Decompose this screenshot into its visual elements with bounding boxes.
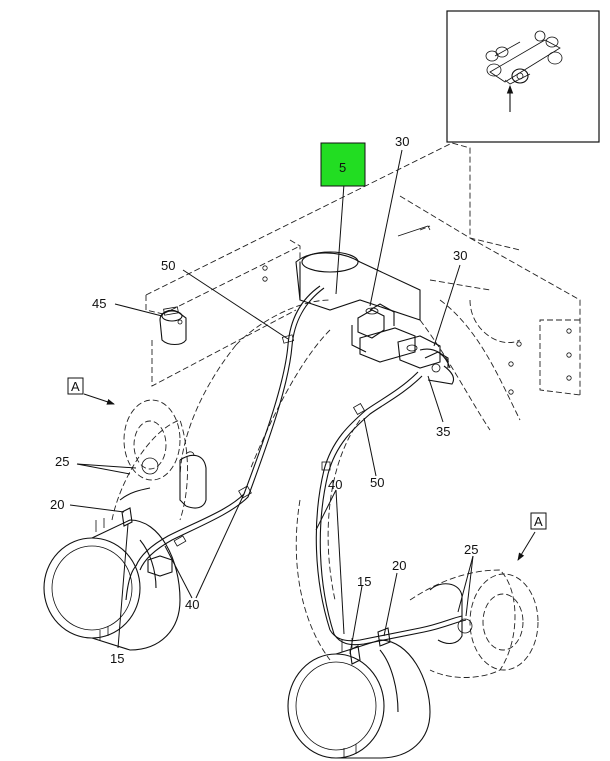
left-wheel-end [43, 399, 207, 651]
axle-housing [179, 279, 521, 661]
callout-30-right: 30 [453, 248, 467, 263]
callout-40-right: 40 [328, 477, 342, 492]
callout-5-highlight[interactable]: 5 [320, 142, 366, 187]
air-lines [125, 285, 467, 646]
callout-20-left: 20 [50, 497, 64, 512]
callout-50-mid: 50 [370, 475, 384, 490]
frame-rail [145, 142, 581, 396]
callout-25-left: 25 [55, 454, 69, 469]
inset-vehicle-icon [485, 30, 563, 85]
svg-text:A: A [534, 514, 543, 529]
callout-15-left: 15 [110, 651, 124, 666]
callout-25-right: 25 [464, 542, 478, 557]
callout-50-top: 50 [161, 258, 175, 273]
svg-text:A: A [71, 379, 80, 394]
right-wheel-end [287, 569, 539, 759]
callout-45: 45 [92, 296, 106, 311]
callout-40-left: 40 [185, 597, 199, 612]
locator-inset [446, 10, 600, 143]
callout-5: 5 [339, 160, 346, 175]
callout-20-right: 20 [392, 558, 406, 573]
relay-valve-assembly [295, 251, 455, 385]
callout-35: 35 [436, 424, 450, 439]
callout-30-top: 30 [395, 134, 409, 149]
valve-item-45 [159, 306, 187, 346]
leader-lines [69, 149, 536, 655]
view-a-marker-left: A [67, 377, 84, 395]
view-a-marker-right: A [530, 512, 547, 530]
callout-15-right: 15 [357, 574, 371, 589]
